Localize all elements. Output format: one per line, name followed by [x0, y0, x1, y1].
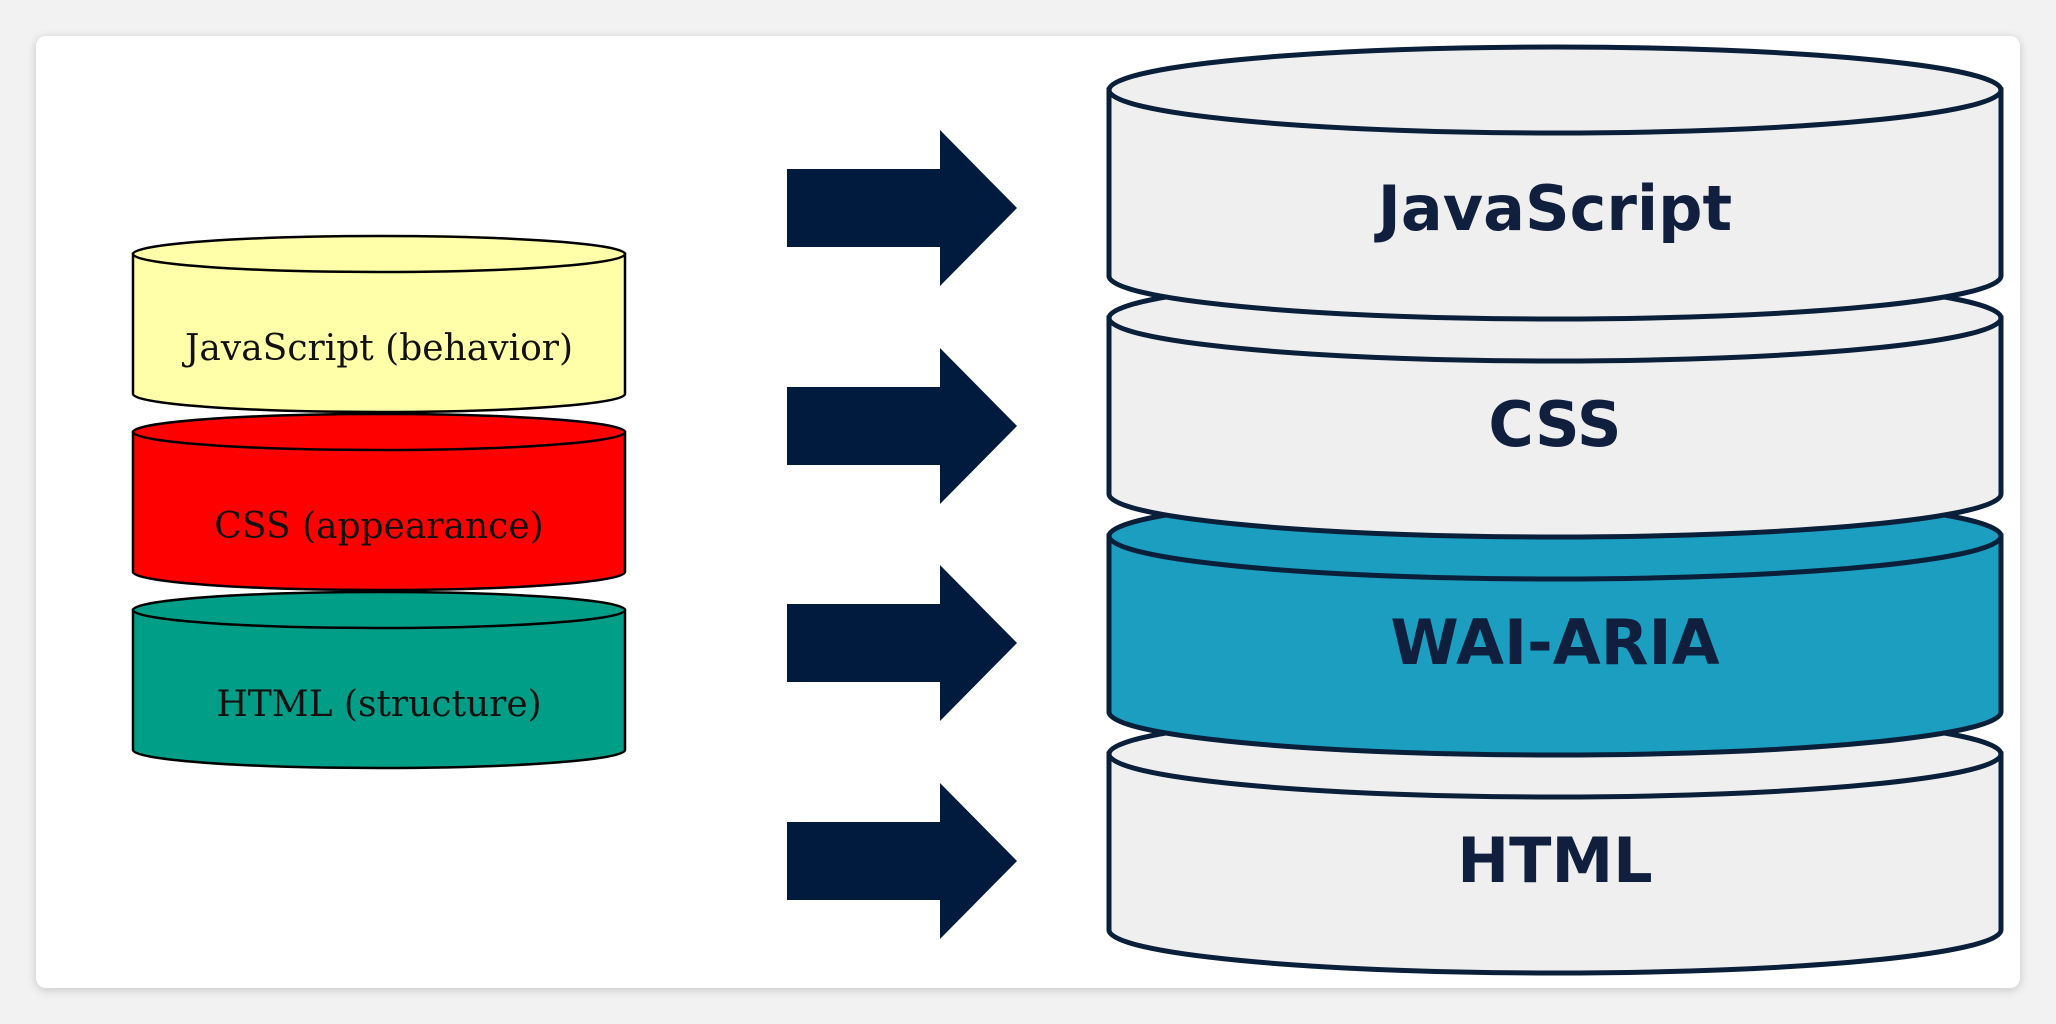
- right-arrow-icon: [787, 783, 1017, 939]
- right-arrow-icon: [787, 130, 1017, 286]
- small-layer-css: CSS (appearance): [131, 412, 627, 592]
- small-layer-javascript: JavaScript (behavior): [131, 234, 627, 414]
- arrows: [787, 130, 1017, 939]
- big-layer-label: HTML: [1457, 824, 1652, 897]
- big-layer-label: WAI-ARIA: [1390, 606, 1719, 679]
- right-arrow-icon: [787, 348, 1017, 504]
- right-arrow-icon: [787, 565, 1017, 721]
- small-stack: JavaScript (behavior) CSS (appearance) H…: [131, 234, 627, 770]
- big-stack: HTML WAI-ARIA CSS JavaScript: [1106, 44, 2004, 976]
- big-layer-label: CSS: [1488, 388, 1621, 461]
- big-layer-javascript: JavaScript: [1106, 44, 2004, 322]
- big-layer-label: JavaScript: [1374, 172, 1732, 245]
- small-layer-label: HTML (structure): [216, 684, 541, 725]
- small-layer-html: HTML (structure): [131, 590, 627, 770]
- small-layer-label: CSS (appearance): [214, 506, 543, 547]
- small-layer-label: JavaScript (behavior): [181, 328, 573, 369]
